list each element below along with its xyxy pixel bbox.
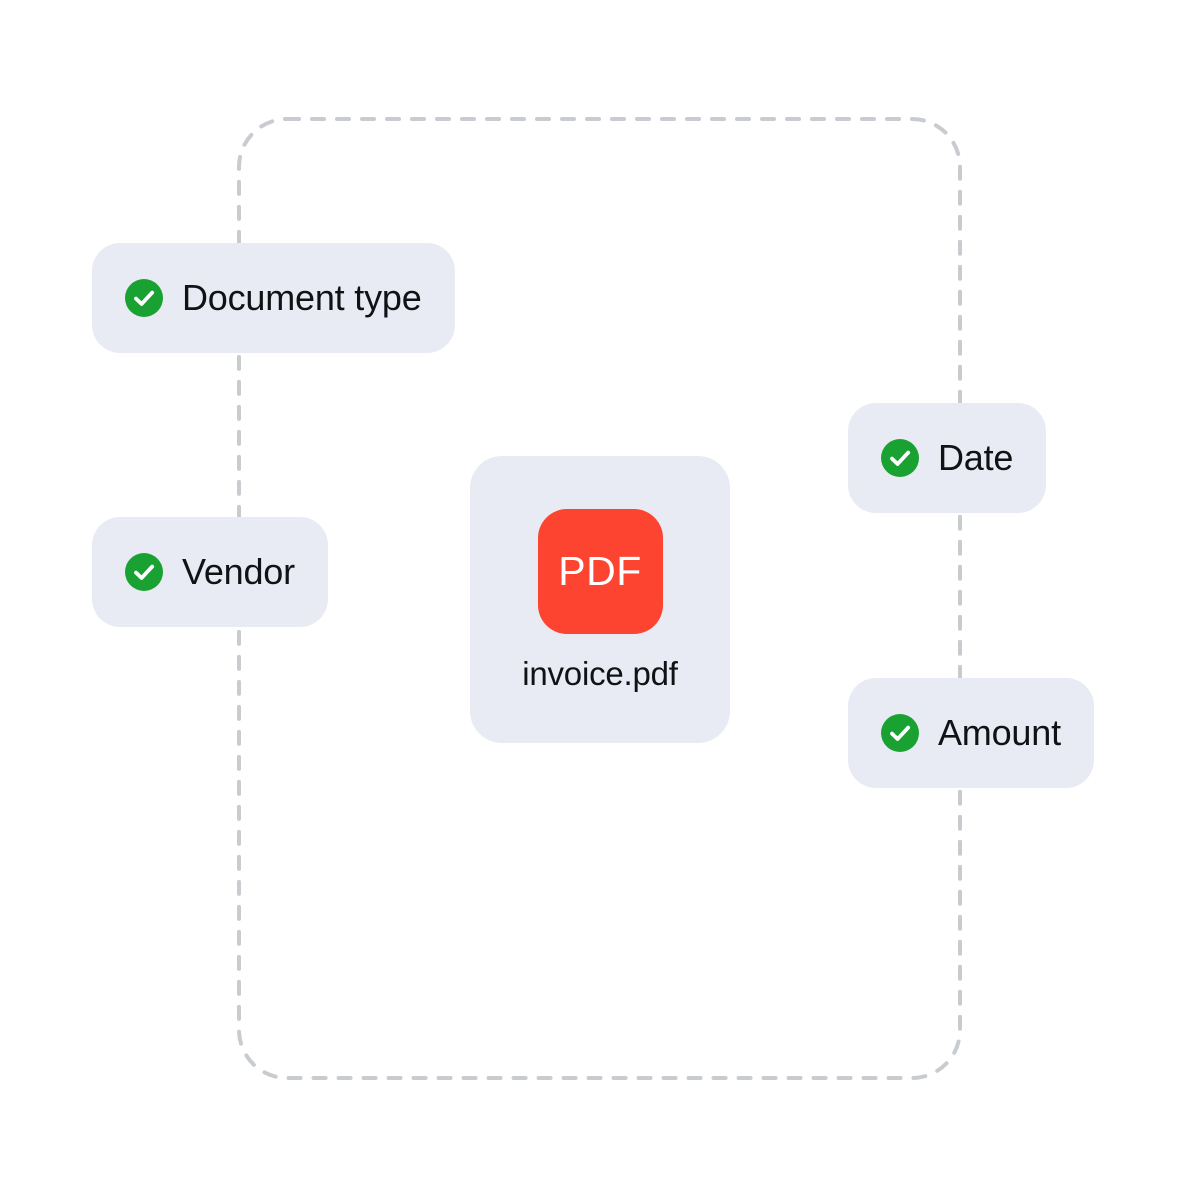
- pdf-badge-label: PDF: [558, 548, 642, 594]
- check-circle-icon: [881, 714, 919, 752]
- field-chip-document-type[interactable]: Document type: [92, 243, 455, 353]
- check-circle-icon: [881, 439, 919, 477]
- field-chip-label: Amount: [938, 712, 1061, 753]
- file-card[interactable]: PDF invoice.pdf: [470, 456, 730, 743]
- field-chip-label: Date: [938, 437, 1014, 478]
- check-circle-icon: [125, 553, 163, 591]
- field-chip-vendor[interactable]: Vendor: [92, 517, 328, 627]
- pdf-file-icon: PDF: [537, 509, 663, 634]
- field-chip-label: Vendor: [182, 551, 295, 592]
- check-circle-icon: [125, 279, 163, 317]
- file-name-label: invoice.pdf: [522, 655, 678, 692]
- field-chip-label: Document type: [182, 277, 422, 318]
- field-chip-date[interactable]: Date: [848, 403, 1047, 513]
- field-chip-amount[interactable]: Amount: [848, 678, 1094, 788]
